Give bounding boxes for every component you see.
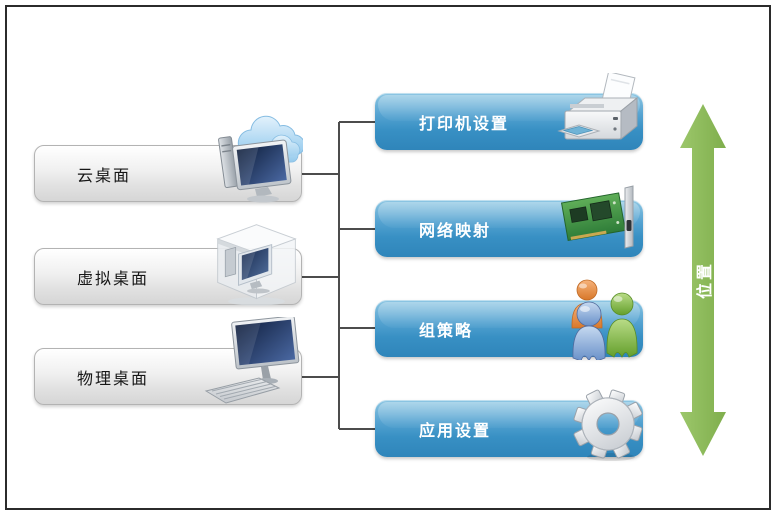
node-label: 应用设置: [419, 422, 492, 440]
node-label: 物理桌面: [77, 370, 150, 388]
node-network-mapping: 网络映射: [375, 185, 643, 257]
node-label: 虚拟桌面: [77, 270, 150, 288]
axis-label: 位置: [696, 260, 714, 300]
node-cloud-desktop: 云桌面: [34, 115, 303, 203]
node-physical-desktop: 物理桌面: [34, 317, 302, 405]
node-label: 网络映射: [419, 222, 492, 240]
node-app-settings: 应用设置: [375, 389, 643, 461]
node-label: 组策略: [419, 322, 474, 340]
node-group-policy: 组策略: [375, 279, 643, 360]
node-label: 打印机设置: [419, 115, 510, 133]
node-virtual-desktop: 虚拟桌面: [34, 224, 302, 306]
node-printer-settings: 打印机设置: [375, 73, 643, 150]
location-axis: 位置: [680, 104, 726, 456]
location-axis-arrow: [680, 104, 726, 456]
node-label: 云桌面: [77, 167, 132, 185]
